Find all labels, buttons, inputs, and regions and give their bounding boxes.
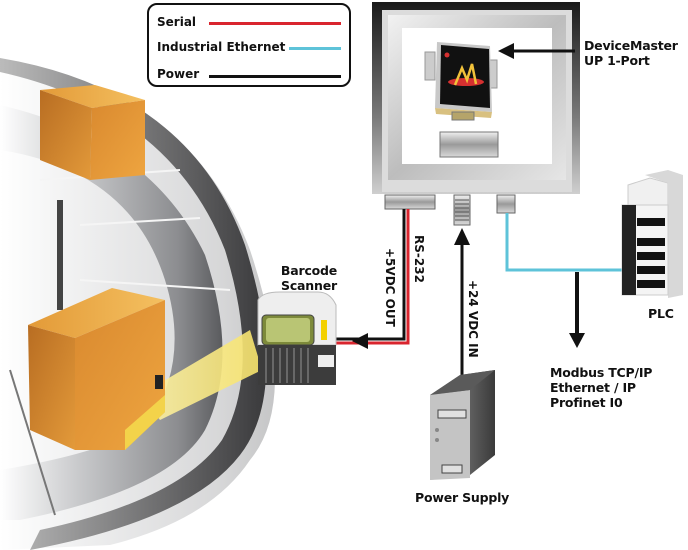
devicemaster-label: DeviceMaster UP 1-Port <box>584 38 678 68</box>
power-in-arrow-icon <box>454 228 470 245</box>
scanner-label-line1: Barcode <box>280 263 338 278</box>
serial-cable <box>330 209 410 349</box>
legend-ethernet-line <box>289 47 341 50</box>
power-connector <box>453 194 471 226</box>
serial-port-connector <box>384 194 436 210</box>
protocol-profinet: Profinet I0 <box>550 395 623 410</box>
device-pointer-arrow <box>498 43 575 59</box>
protocol-ethernet-ip: Ethernet / IP <box>550 380 636 395</box>
barcode-label-icon <box>155 375 163 389</box>
power-supply-device <box>430 370 495 480</box>
serial-arrow-icon <box>352 333 368 349</box>
legend-power-line <box>209 75 341 78</box>
comtrol-logo-icon <box>444 52 450 58</box>
ethernet-port-connector <box>496 194 516 214</box>
plc-label: PLC <box>648 306 674 321</box>
legend-ethernet-label: Industrial Ethernet <box>157 40 286 54</box>
protocols-label: Modbus TCP/IP Ethernet / IP Profinet I0 <box>550 365 652 410</box>
power-in-label: +24 VDC IN <box>466 280 480 358</box>
devicemaster-label-line2: UP 1-Port <box>584 53 650 68</box>
legend: Serial Industrial Ethernet Power <box>147 3 351 87</box>
package-box-top <box>40 85 145 180</box>
devicemaster-device <box>424 42 498 121</box>
ethernet-cable <box>505 213 625 272</box>
power-out-label: +5VDC OUT <box>383 248 397 328</box>
devicemaster-label-line1: DeviceMaster <box>584 38 678 53</box>
package-box-bottom <box>28 288 165 450</box>
protocol-modbus: Modbus TCP/IP <box>550 365 653 380</box>
protocol-arrow <box>569 272 585 348</box>
rs232-label: RS-232 <box>412 235 426 283</box>
scanner-beam <box>140 330 262 420</box>
legend-power-label: Power <box>157 67 200 81</box>
enclosure-handle <box>439 131 499 158</box>
power-supply-label: Power Supply <box>415 490 510 505</box>
power-cable <box>454 228 470 375</box>
legend-serial-label: Serial <box>157 15 197 29</box>
barcode-scanner-label: Barcode Scanner <box>276 263 342 293</box>
barcode-scanner <box>257 291 337 385</box>
legend-serial-line <box>209 22 341 25</box>
plc-device <box>621 170 683 298</box>
scanner-label-line2: Scanner <box>281 278 337 293</box>
